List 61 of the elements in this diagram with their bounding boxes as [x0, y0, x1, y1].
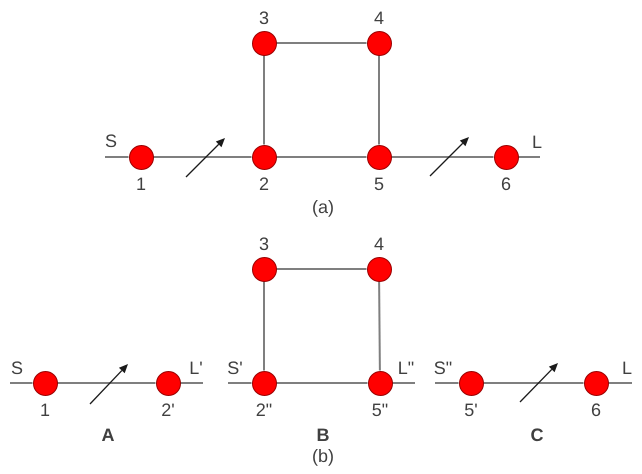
- terminal-label: S": [434, 359, 452, 377]
- connector-line: [180, 382, 203, 384]
- node-circle: [252, 144, 276, 170]
- terminal-label: L': [189, 359, 203, 377]
- connector-line: [276, 382, 368, 384]
- terminal-label: S: [105, 132, 117, 150]
- panel-caption: (a): [312, 198, 334, 216]
- node-circle: [366, 256, 392, 282]
- connector-line: [435, 382, 458, 384]
- connector-line: [154, 156, 252, 158]
- node-number: 1: [40, 401, 50, 419]
- connector-line: [484, 382, 584, 384]
- connector-line: [378, 281, 381, 371]
- node-circle: [128, 144, 154, 170]
- node-number: 5": [372, 401, 388, 419]
- connector-line: [276, 156, 366, 158]
- connector-line: [392, 382, 415, 384]
- node-number: 6: [501, 175, 511, 193]
- connector-line: [276, 268, 366, 270]
- node-number: 4: [374, 235, 384, 253]
- node-number: 4: [374, 9, 384, 27]
- terminal-label: L": [398, 359, 414, 377]
- connector-line: [228, 382, 252, 384]
- terminal-label: L: [532, 133, 542, 151]
- node-number: 5': [464, 401, 478, 419]
- node-circle: [366, 30, 392, 56]
- section-label: C: [530, 426, 544, 444]
- connector-line: [263, 56, 265, 144]
- connector-line: [58, 382, 156, 384]
- connector-line: [392, 156, 494, 158]
- connector-line: [378, 56, 380, 144]
- node-circle: [366, 144, 392, 170]
- section-label: A: [102, 426, 114, 444]
- section-label: B: [316, 426, 330, 444]
- node-circle: [32, 370, 58, 396]
- terminal-label: S': [227, 359, 243, 377]
- node-number: 3: [259, 235, 269, 253]
- node-circle: [584, 370, 608, 396]
- node-circle: [156, 370, 180, 396]
- node-number: 2": [256, 401, 272, 419]
- node-circle: [458, 370, 484, 396]
- node-number: 6: [591, 401, 601, 419]
- terminal-label: L: [622, 359, 632, 377]
- terminal-label: S: [11, 359, 23, 377]
- connector-line: [105, 156, 128, 158]
- connector-line: [518, 156, 540, 158]
- node-circle: [252, 370, 276, 396]
- node-number: 3: [259, 9, 269, 27]
- node-circle: [368, 370, 392, 396]
- connector-line: [10, 382, 32, 384]
- node-number: 5: [374, 175, 384, 193]
- connector-line: [608, 382, 632, 384]
- node-circle: [252, 30, 276, 56]
- connector-line: [263, 282, 265, 370]
- connector-line: [276, 42, 366, 44]
- node-circle: [494, 144, 518, 170]
- node-circle: [252, 256, 276, 282]
- node-number: 2': [161, 401, 175, 419]
- panel-caption: (b): [312, 447, 334, 465]
- node-number: 1: [136, 175, 146, 193]
- node-number: 2: [259, 175, 269, 193]
